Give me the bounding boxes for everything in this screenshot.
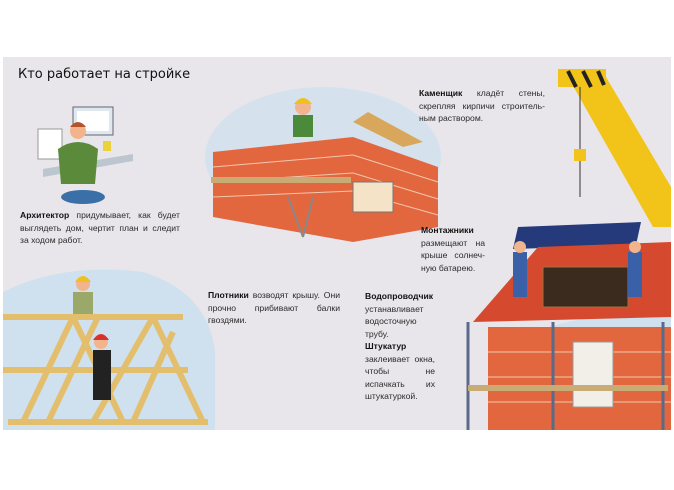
plasterer-caption: Штукатур заклеи­вает окна, чтобы не испа… bbox=[365, 340, 435, 403]
caption-role: Плотники bbox=[208, 290, 249, 300]
architect-caption: Архитектор придумывает, как будет выгляд… bbox=[20, 209, 180, 247]
caption-text: кладёт стены, скрепляя кирпичи строитель… bbox=[419, 88, 545, 123]
caption-text: размещают на крыше солнеч­ную батарею. bbox=[421, 237, 485, 273]
installers-caption: Монтажники размещают на крыше солнеч­ную… bbox=[421, 224, 485, 274]
bricklayer-caption: Каменщик кладёт стены, скрепляя кирпичи … bbox=[419, 87, 545, 125]
caption-role: Водопроводчик bbox=[365, 291, 434, 301]
caption-text: возводят крышу. Они прочно прибивают бал… bbox=[208, 290, 340, 325]
crane-house-illustration bbox=[466, 69, 671, 430]
caption-text: придумывает, как будет выглядеть дом, че… bbox=[20, 210, 180, 245]
caption-text: заклеи­вает окна, чтобы не испачкать их … bbox=[365, 353, 435, 402]
carpenters-caption: Плотники возводят крышу. Они прочно приб… bbox=[208, 289, 340, 327]
architect-illustration bbox=[37, 106, 133, 204]
book-page: Кто работает на стройке bbox=[3, 57, 671, 430]
caption-role: Монтажники bbox=[421, 225, 474, 235]
bricklayer-illustration bbox=[205, 87, 441, 242]
carpenters-illustration bbox=[3, 269, 215, 430]
caption-role: Архитектор bbox=[20, 210, 70, 220]
caption-text: устанавливает водо­сточную трубу. bbox=[365, 303, 424, 339]
page-title: Кто работает на стройке bbox=[18, 67, 191, 82]
plumber-caption: Водопроводчик устанавливает водо­сточную… bbox=[365, 290, 435, 340]
caption-role: Каменщик bbox=[419, 88, 463, 98]
caption-role: Штукатур bbox=[365, 341, 407, 351]
